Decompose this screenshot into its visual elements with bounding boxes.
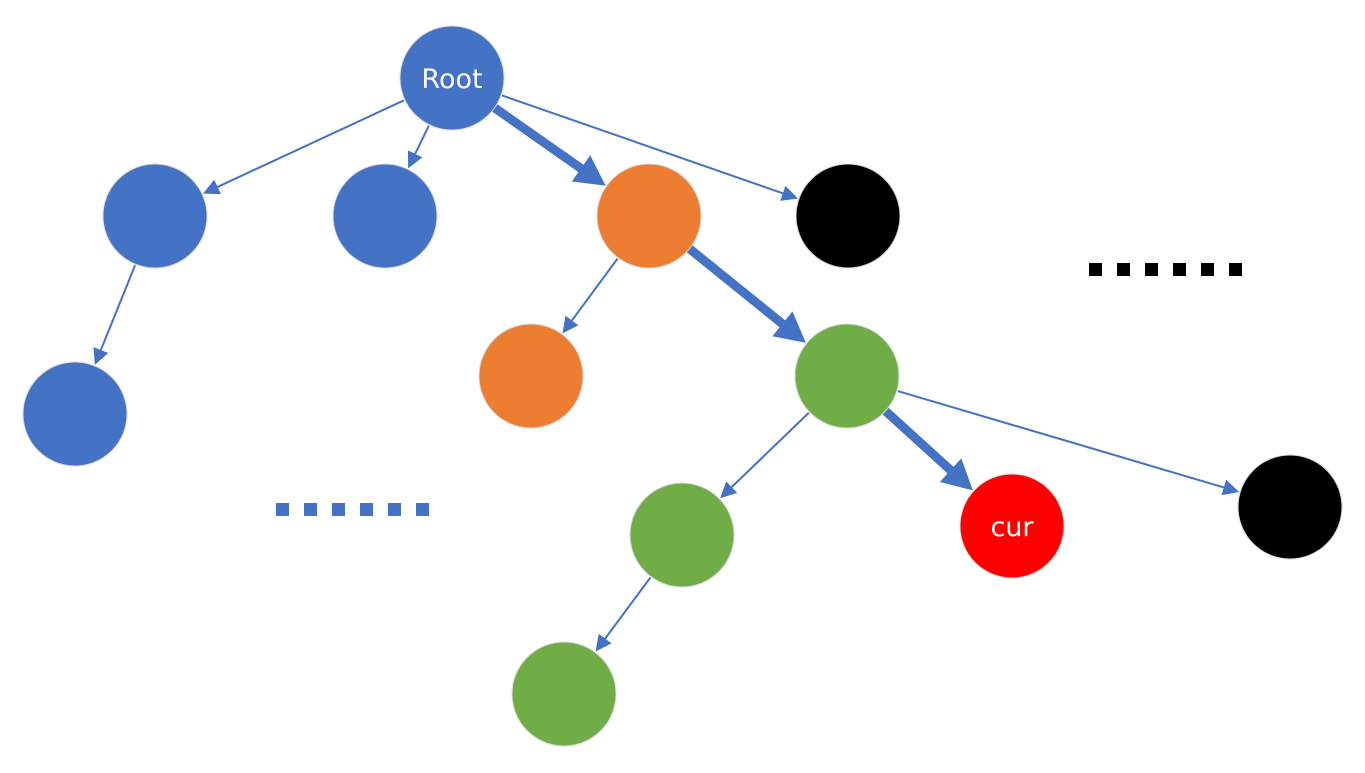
arrowhead-icon — [780, 185, 798, 201]
node-a2 — [332, 163, 438, 269]
node-label: Root — [421, 64, 482, 95]
edge-line — [730, 412, 810, 488]
node-b1 — [478, 323, 584, 429]
edge-line — [414, 125, 430, 155]
edge-line — [490, 103, 586, 173]
node-circle — [511, 641, 617, 747]
edge-root-c — [501, 94, 798, 201]
node-circle — [1237, 454, 1343, 560]
node-label: cur — [990, 512, 1034, 543]
edge-b-b1 — [562, 258, 619, 334]
node-circle — [795, 163, 901, 269]
ellipsis-dot — [276, 503, 289, 516]
path-edge-root-b — [490, 103, 606, 186]
edge-line — [501, 94, 784, 195]
edge-g-g1 — [720, 412, 810, 499]
node-root: Root — [399, 25, 505, 131]
node-circle — [102, 163, 208, 269]
edge-g-g3 — [897, 390, 1240, 496]
arrowhead-icon — [720, 481, 738, 499]
node-g — [794, 323, 900, 429]
arrowhead-icon — [939, 458, 973, 491]
ellipsis-dot — [1089, 263, 1102, 276]
node-g1c — [511, 641, 617, 747]
arrowhead-icon — [772, 311, 806, 343]
arrowhead-icon — [562, 315, 579, 334]
edge-line — [604, 576, 652, 640]
edges-layer — [93, 94, 1240, 652]
ellipsis-dot — [1145, 263, 1158, 276]
node-circle — [794, 323, 900, 429]
path-edge-b-g — [685, 244, 806, 343]
ellipsis-dot — [1117, 263, 1130, 276]
node-cur: cur — [959, 473, 1065, 579]
nodes-layer: Root cur — [22, 25, 1343, 747]
node-circle — [332, 163, 438, 269]
node-a1c — [22, 361, 128, 467]
arrowhead-icon — [1221, 479, 1240, 496]
ellipsis-layer — [276, 263, 1242, 516]
ellipsis-dot — [1173, 263, 1186, 276]
ellipsis-dot — [1229, 263, 1242, 276]
arrowhead-icon — [595, 633, 612, 652]
ellipsis-blue — [276, 503, 429, 516]
arrowhead-icon — [93, 347, 109, 365]
ellipsis-dot — [416, 503, 429, 516]
node-b — [596, 163, 702, 269]
ellipsis-dot — [332, 503, 345, 516]
ellipsis-dot — [1201, 263, 1214, 276]
arrowhead-icon — [407, 150, 423, 169]
edge-root-a1 — [203, 99, 405, 195]
edge-line — [99, 264, 137, 351]
ellipsis-black — [1089, 263, 1242, 276]
edge-g1-g1c — [595, 576, 652, 652]
node-circle — [399, 25, 505, 131]
edge-line — [571, 258, 619, 322]
ellipsis-dot — [388, 503, 401, 516]
arrowhead-icon — [203, 179, 221, 195]
edge-line — [897, 390, 1225, 489]
node-a1 — [102, 163, 208, 269]
path-edge-g-cur — [881, 407, 973, 491]
node-circle — [478, 323, 584, 429]
node-circle — [22, 361, 128, 467]
node-g1 — [629, 482, 735, 588]
ellipsis-dot — [304, 503, 317, 516]
node-circle — [629, 482, 735, 588]
node-circle — [596, 163, 702, 269]
node-g3 — [1237, 454, 1343, 560]
node-circle — [959, 473, 1065, 579]
ellipsis-dot — [360, 503, 373, 516]
edge-a1-a1c — [93, 264, 137, 365]
edge-line — [217, 99, 405, 188]
arrowhead-icon — [571, 155, 606, 186]
node-c — [795, 163, 901, 269]
edge-root-a2 — [407, 125, 430, 169]
edge-line — [881, 407, 956, 475]
edge-line — [685, 244, 787, 329]
